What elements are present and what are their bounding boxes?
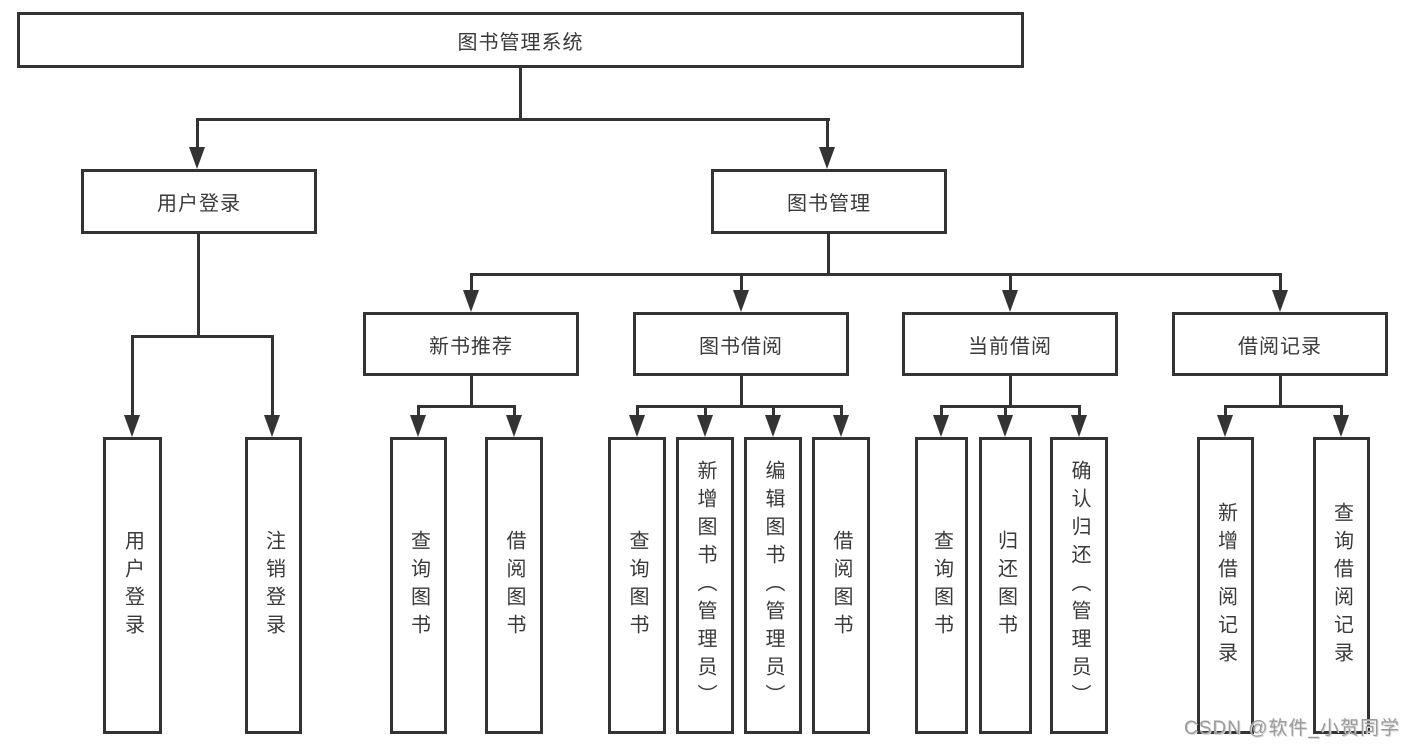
connector-line <box>271 335 274 416</box>
connector-line <box>826 118 829 149</box>
arrow-down-icon <box>1272 290 1288 312</box>
leaf-query-borrow-record: 查询借阅记录 <box>1313 437 1370 734</box>
leaf-add-borrow-record: 新增借阅记录 <box>1197 437 1254 734</box>
connector-line <box>740 376 743 405</box>
connector-line <box>704 405 707 417</box>
arrow-down-icon <box>697 415 713 437</box>
connector-line <box>1224 405 1227 417</box>
node-user-login: 用户登录 <box>81 169 317 234</box>
arrow-down-icon <box>833 415 849 437</box>
connector-line <box>131 335 274 338</box>
connector-line <box>470 273 1282 276</box>
arrow-down-icon <box>1071 415 1087 437</box>
arrow-down-icon <box>1217 415 1233 437</box>
node-book-management: 图书管理 <box>711 169 947 234</box>
connector-line <box>1009 376 1012 405</box>
connector-line <box>1009 273 1012 292</box>
leaf-logout: 注销登录 <box>245 437 302 734</box>
connector-line <box>417 405 516 408</box>
connector-line <box>740 273 743 292</box>
connector-line <box>840 405 843 417</box>
arrow-down-icon <box>933 415 949 437</box>
arrow-down-icon <box>733 290 749 312</box>
leaf-confirm-return-admin: 确认归还（管理员） <box>1050 437 1108 734</box>
connector-line <box>1279 273 1282 292</box>
arrow-down-icon <box>506 415 522 437</box>
leaf-query-books-current: 查询图书 <box>915 437 968 734</box>
arrow-down-icon <box>264 415 280 437</box>
arrow-down-icon <box>819 147 835 169</box>
connector-line <box>470 376 473 405</box>
arrow-down-icon <box>189 147 205 169</box>
leaf-borrow-books: 借阅图书 <box>812 437 870 734</box>
arrow-down-icon <box>463 290 479 312</box>
leaf-user-login: 用户登录 <box>103 437 162 734</box>
connector-line <box>131 335 134 416</box>
connector-line <box>940 405 943 417</box>
leaf-query-books-borrowing: 查询图书 <box>608 437 666 734</box>
connector-line <box>827 234 830 273</box>
connector-line <box>417 405 420 417</box>
arrow-down-icon <box>124 415 140 437</box>
leaf-borrow-books-recommend: 借阅图书 <box>485 437 543 734</box>
connector-line <box>519 68 522 118</box>
node-current-borrowing: 当前借阅 <box>902 312 1118 376</box>
connector-line <box>940 405 1080 408</box>
leaf-query-books-recommend: 查询图书 <box>390 437 447 734</box>
node-book-borrowing: 图书借阅 <box>633 312 849 376</box>
connector-line <box>197 234 200 335</box>
connector-line <box>1224 405 1343 408</box>
connector-line <box>636 405 639 417</box>
node-new-book-recommend: 新书推荐 <box>363 312 579 376</box>
connector-line <box>1340 405 1343 417</box>
connector-line <box>636 405 843 408</box>
connector-line <box>772 405 775 417</box>
leaf-add-books-admin: 新增图书（管理员） <box>676 437 734 734</box>
arrow-down-icon <box>1333 415 1349 437</box>
connector-line <box>1279 376 1282 405</box>
connector-line <box>470 273 473 292</box>
connector-line <box>1004 405 1007 417</box>
arrow-down-icon <box>410 415 426 437</box>
node-borrowing-records: 借阅记录 <box>1172 312 1388 376</box>
connector-line <box>196 118 830 121</box>
node-library-management-system: 图书管理系统 <box>17 12 1024 68</box>
connector-line <box>513 405 516 417</box>
arrow-down-icon <box>997 415 1013 437</box>
arrow-down-icon <box>1002 290 1018 312</box>
arrow-down-icon <box>765 415 781 437</box>
connector-line <box>196 118 199 149</box>
arrow-down-icon <box>629 415 645 437</box>
leaf-return-books: 归还图书 <box>979 437 1032 734</box>
csdn-watermark: CSDN @软件_小贺同学 <box>1184 718 1400 739</box>
leaf-edit-books-admin: 编辑图书（管理员） <box>744 437 802 734</box>
connector-line <box>1078 405 1081 417</box>
